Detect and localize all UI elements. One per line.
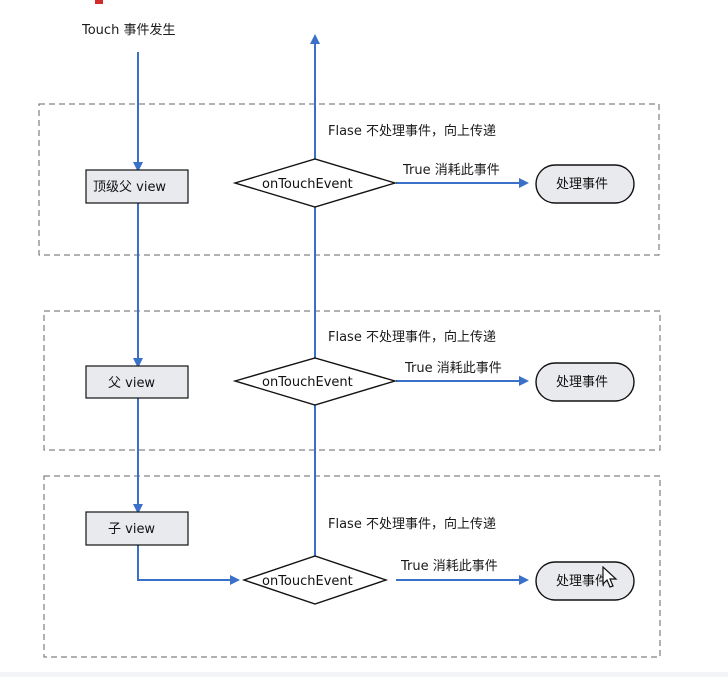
top-parent-view-label: 顶级父 view <box>93 180 166 195</box>
parent-handle-event-label: 处理事件 <box>556 375 608 390</box>
child-true-label: True 消耗此事件 <box>400 559 498 574</box>
top-false-label: Flase 不处理事件，向上传递 <box>328 123 496 139</box>
level-child-container <box>43 475 661 658</box>
top-ontouchevent-label: onTouchEvent <box>262 177 353 192</box>
parent-view-box <box>85 365 189 399</box>
child-ontouchevent-label: onTouchEvent <box>262 574 353 589</box>
top-red-mark <box>95 0 103 4</box>
top-handle-event-label: 处理事件 <box>556 177 608 192</box>
child-ontouchevent-diamond <box>241 555 389 605</box>
top-parent-view-box <box>85 169 189 204</box>
child-handle-event-box <box>535 561 635 601</box>
top-ontouchevent-diamond <box>232 158 398 208</box>
top-true-label: True 消耗此事件 <box>402 163 500 178</box>
arrow-child-view-to-child-decision <box>137 545 240 585</box>
child-view-label: 子 view <box>108 522 155 537</box>
parent-ontouchevent-diamond <box>232 357 398 406</box>
parent-view-label: 父 view <box>108 376 155 391</box>
level-parent-container <box>43 310 661 451</box>
mouse-cursor-icon <box>602 566 618 588</box>
child-handle-event-label: 处理事件 <box>556 574 608 589</box>
parent-handle-event-box <box>535 362 635 402</box>
touch-event-title: Touch 事件发生 <box>81 22 175 38</box>
child-view-box <box>85 511 189 546</box>
bottom-strip <box>0 672 728 677</box>
top-handle-event-box <box>535 164 635 204</box>
child-false-label: Flase 不处理事件，向上传递 <box>328 516 496 532</box>
parent-false-label: Flase 不处理事件，向上传递 <box>328 329 496 345</box>
parent-true-label: True 消耗此事件 <box>404 361 502 376</box>
parent-ontouchevent-label: onTouchEvent <box>262 375 353 390</box>
level-top-container <box>38 103 660 256</box>
